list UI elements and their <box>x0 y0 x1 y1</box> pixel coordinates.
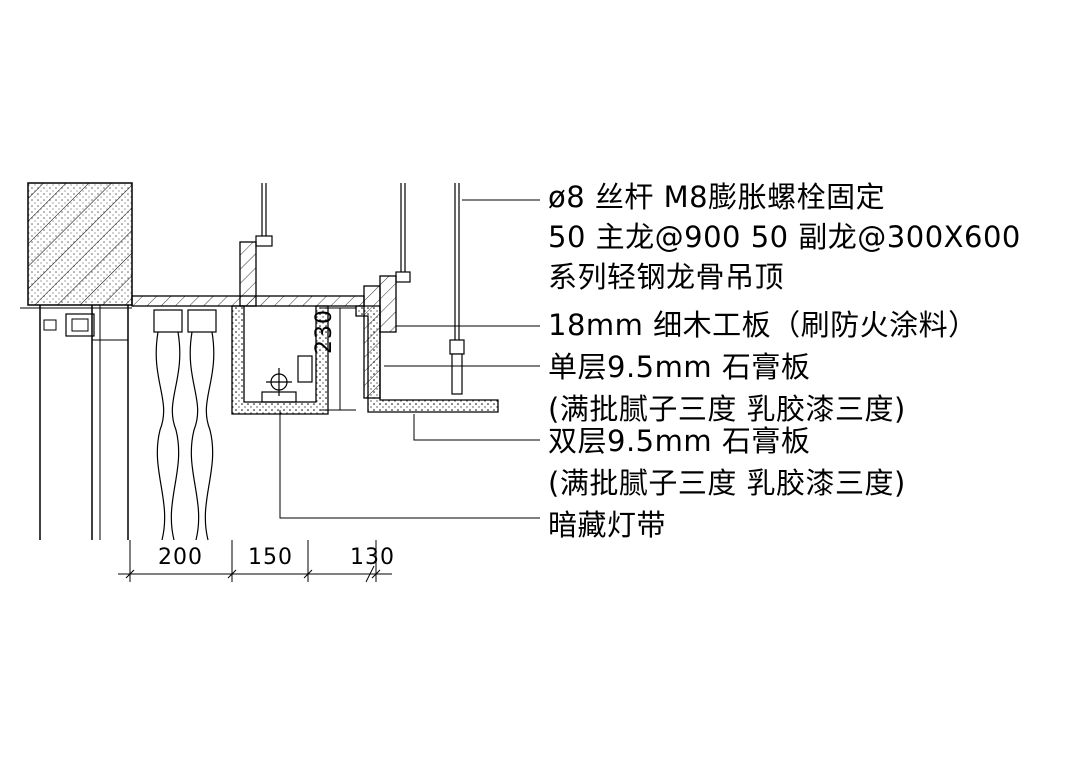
gypsum-trough <box>231 305 499 415</box>
wood-board <box>131 241 397 399</box>
leader-lines <box>279 199 540 519</box>
hanger-rods <box>255 183 465 395</box>
dim-130: 130 <box>350 545 395 570</box>
dimension-line <box>118 540 392 583</box>
label-double-finish: (满批腻子三度 乳胶漆三度) <box>548 466 906 500</box>
label-hanger-rod: ø8 丝杆 M8膨胀螺栓固定 <box>548 180 886 214</box>
label-ceiling-system: 系列轻钢龙骨吊顶 <box>548 260 785 294</box>
dim-150: 150 <box>248 545 293 570</box>
label-single-gypsum: 单层9.5mm 石膏板 <box>548 350 811 384</box>
label-double-gypsum: 双层9.5mm 石膏板 <box>548 424 811 458</box>
label-keel: 50 主龙@900 50 副龙@300X600 <box>548 220 1021 254</box>
label-single-finish: (满批腻子三度 乳胶漆三度) <box>548 392 906 426</box>
light-fixture <box>261 355 313 403</box>
dim-230: 230 <box>312 309 337 354</box>
window-frame <box>20 305 132 540</box>
concrete-wall <box>27 182 133 306</box>
label-light-strip: 暗藏灯带 <box>548 508 667 542</box>
label-wood-board: 18mm 细木工板（刷防火涂料） <box>548 308 978 342</box>
curtain <box>153 309 217 541</box>
dim-200: 200 <box>158 545 203 570</box>
